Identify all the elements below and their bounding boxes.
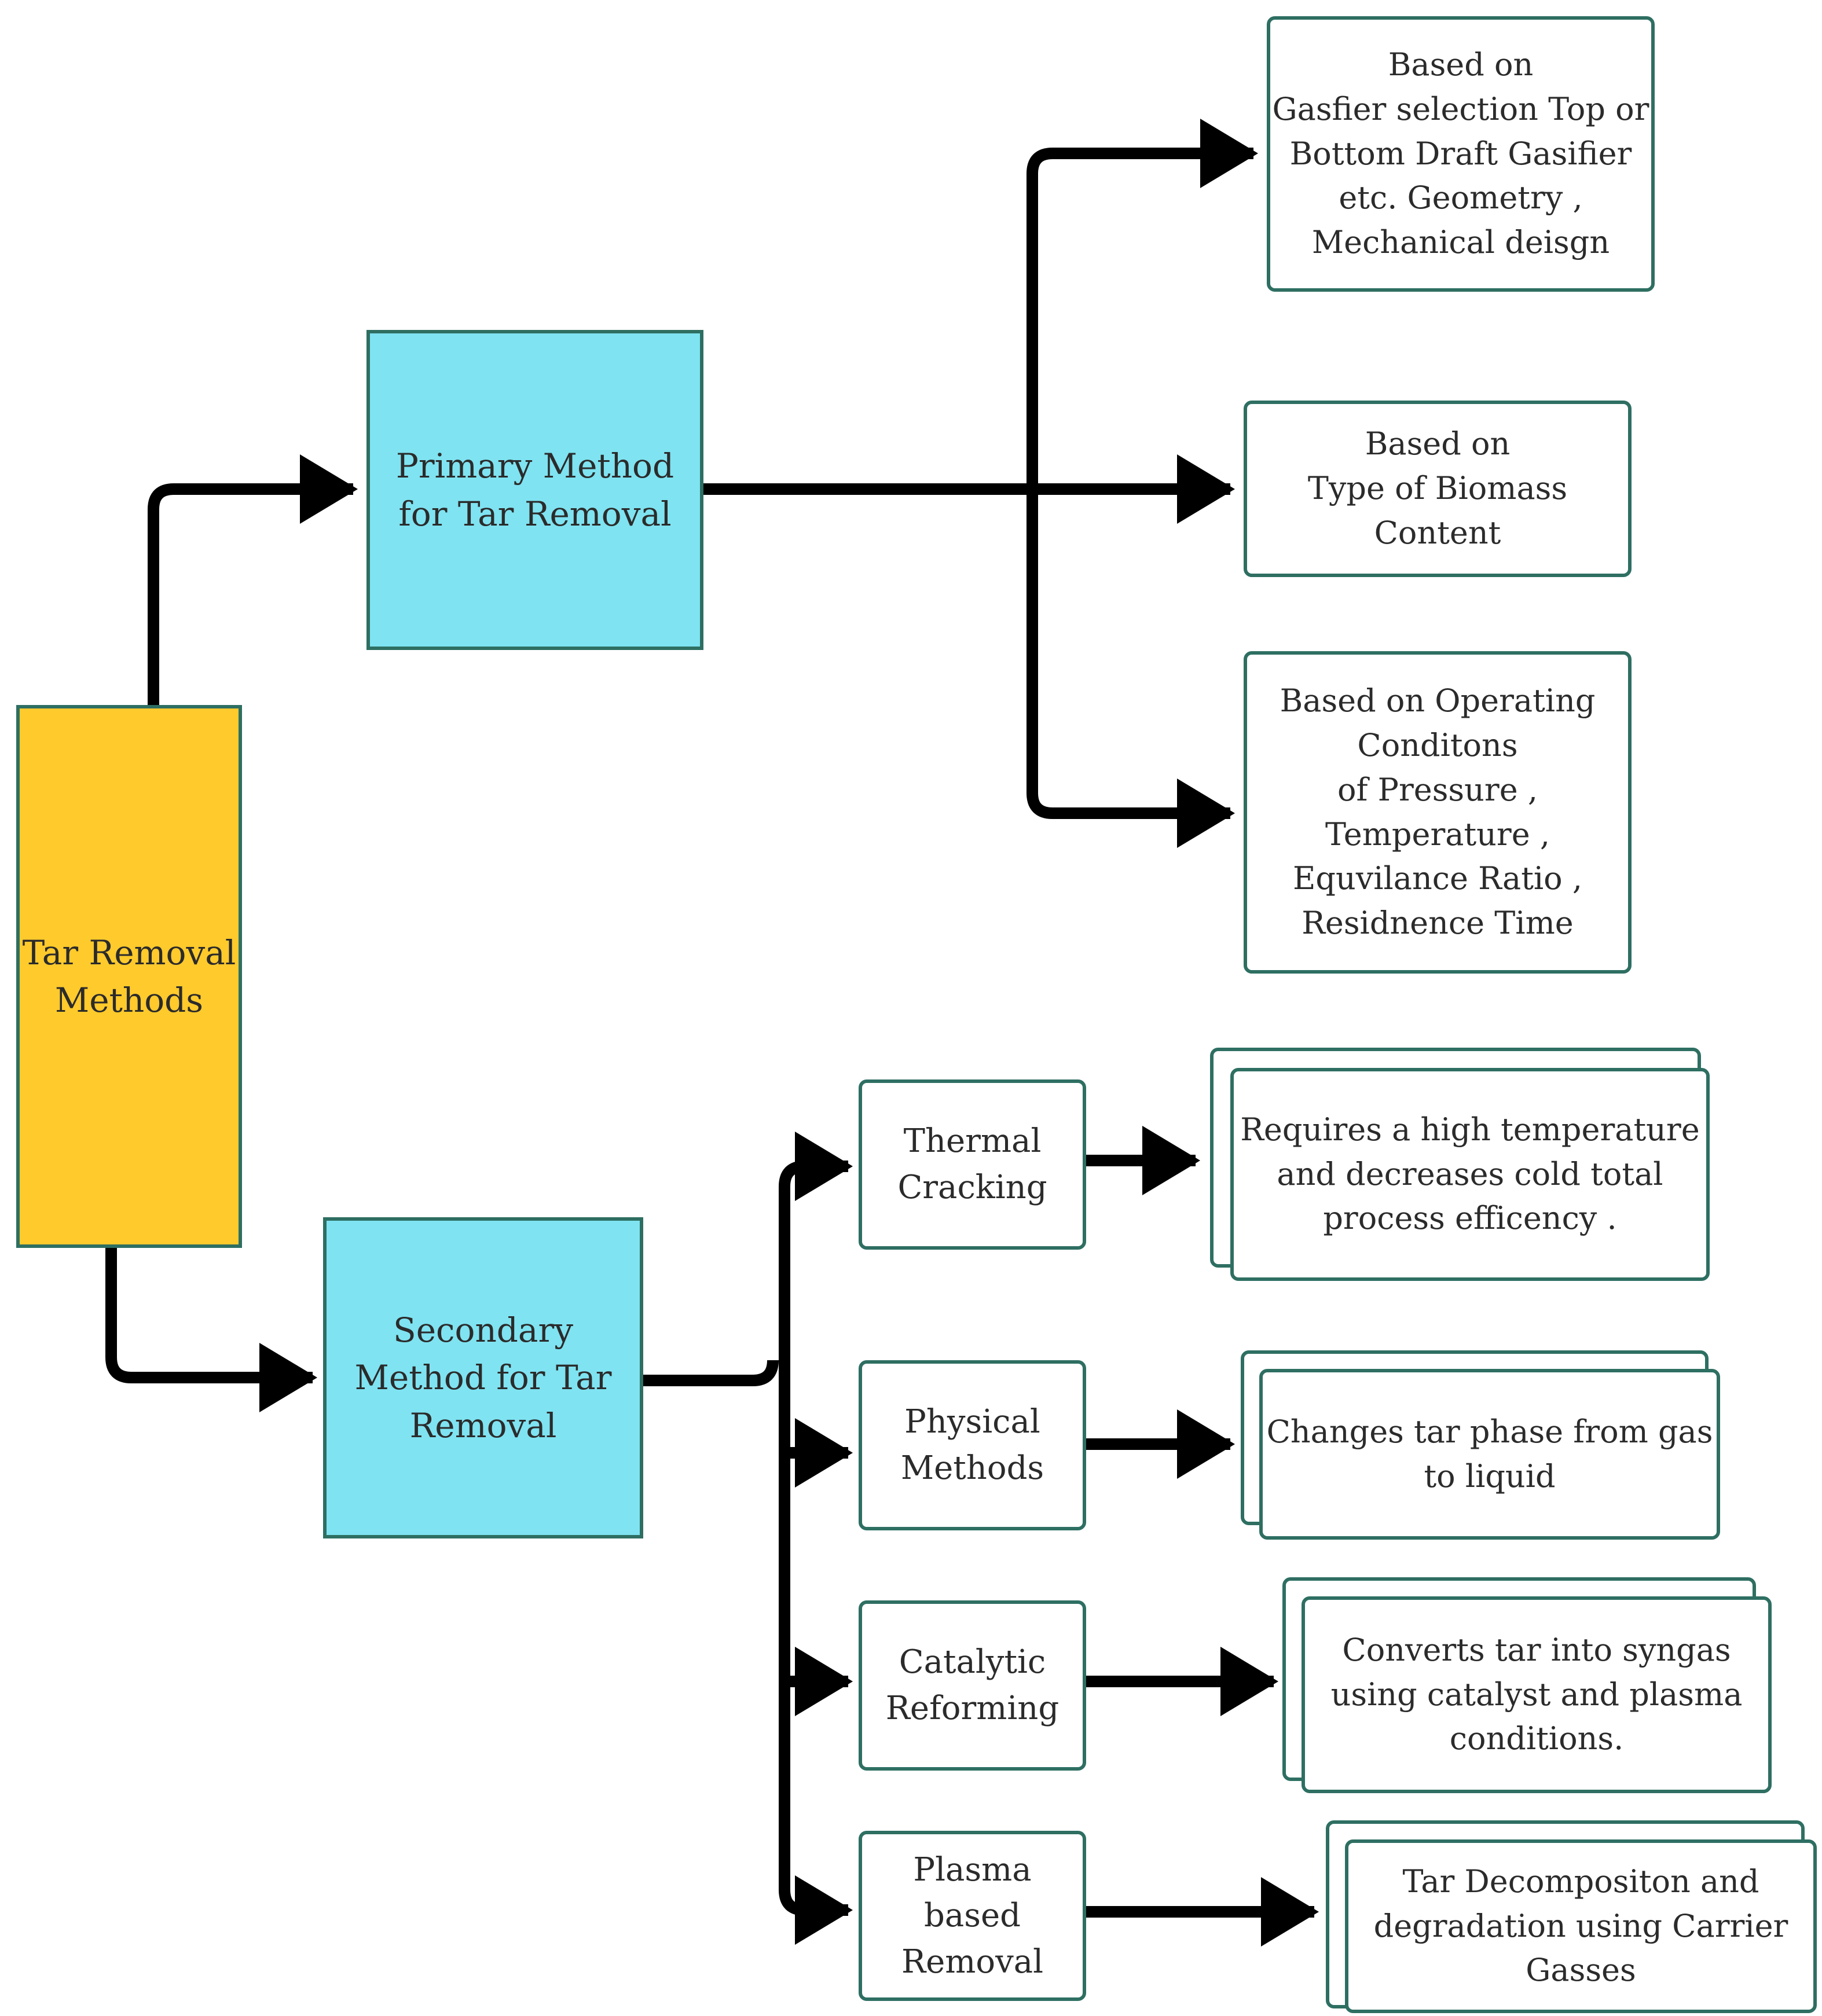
desc-catalytic-reforming: Converts tar into syngas using catalyst … bbox=[1302, 1596, 1772, 1793]
method-thermal-cracking: Thermal Cracking bbox=[859, 1079, 1086, 1250]
connector-root-to-primary bbox=[148, 454, 358, 705]
connector-root-to-secondary bbox=[105, 1244, 318, 1412]
secondary-method-node: Secondary Method for Tar Removal bbox=[323, 1217, 643, 1538]
method-physical-methods: Physical Methods bbox=[859, 1360, 1086, 1530]
connector-to-plasma bbox=[779, 1875, 853, 1945]
connector-to-criterion-1 bbox=[1027, 119, 1259, 188]
desc-plasma-based-removal: Tar Decompositon and degradation using C… bbox=[1345, 1839, 1817, 2013]
criterion-operating-conditions: Based on Operating Conditons of Pressure… bbox=[1244, 651, 1632, 974]
connector-to-thermal bbox=[779, 1132, 853, 1201]
connector-to-criterion-3 bbox=[1027, 779, 1236, 848]
primary-method-node: Primary Method for Tar Removal bbox=[366, 330, 703, 650]
desc-physical-methods: Changes tar phase from gas to liquid bbox=[1259, 1369, 1720, 1540]
desc-thermal-cracking: Requires a high temperature and decrease… bbox=[1230, 1068, 1710, 1281]
criterion-biomass-type: Based on Type of Biomass Content bbox=[1244, 401, 1632, 577]
method-catalytic-reforming: Catalytic Reforming bbox=[859, 1600, 1086, 1771]
root-node-tar-removal-methods: Tar Removal Methods bbox=[16, 705, 242, 1248]
connector-secondary-trunk bbox=[641, 1360, 779, 1386]
method-plasma-based-removal: Plasma based Removal bbox=[859, 1831, 1086, 2001]
criterion-gasifier-selection: Based on Gasfier selection Top or Bottom… bbox=[1267, 16, 1655, 292]
